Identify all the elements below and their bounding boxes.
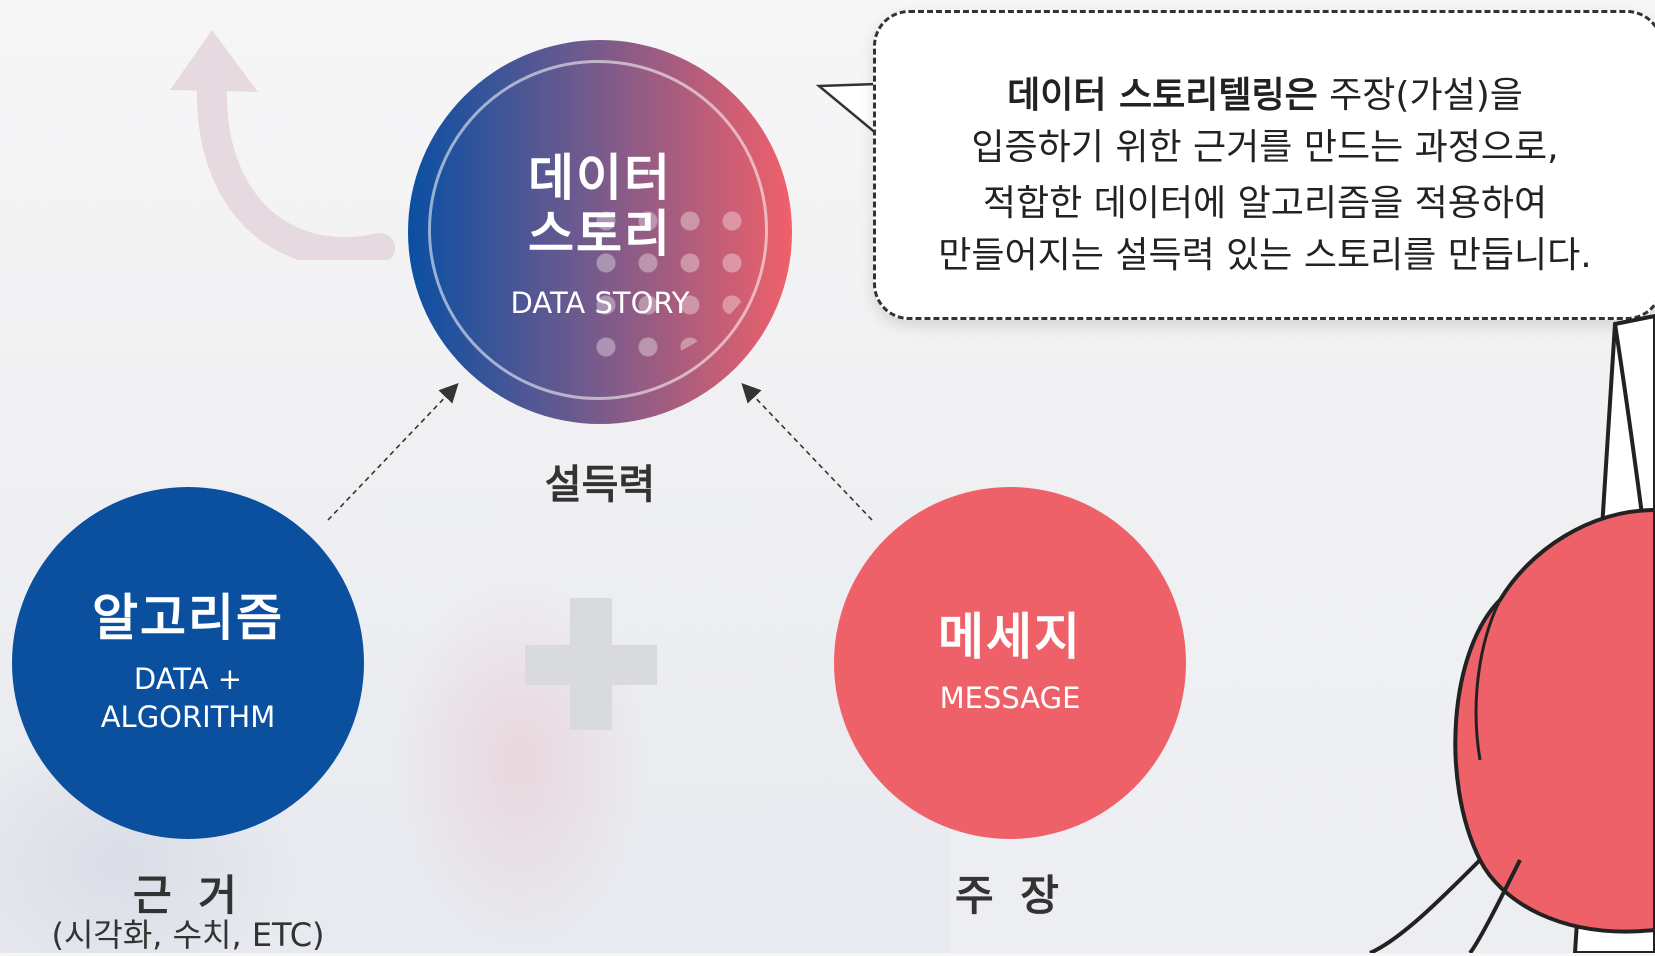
claim-caption: 주 장: [955, 871, 1065, 920]
data-story-subtitle: DATA STORY: [510, 286, 690, 320]
evidence-detail: (시각화, 수치, ETC): [51, 916, 325, 954]
plus-icon-bar: [525, 645, 657, 685]
message-subtitle: MESSAGE: [939, 681, 1081, 715]
bubble-line1-rest: 주장(가설)을: [1317, 75, 1523, 116]
data-story-ring: [428, 60, 768, 400]
bubble-line1-bold: 데이터 스토리텔링은: [1007, 75, 1318, 116]
data-story-title-line1: 데이터: [528, 149, 672, 207]
arrow-left-to-center: [327, 383, 459, 521]
algorithm-circle: 알고리즘 DATA + ALGORITHM: [12, 487, 364, 839]
bubble-tail: [815, 82, 878, 135]
character-illustration: [1369, 313, 1655, 953]
data-story-text: 데이터 스토리 DATA STORY: [408, 150, 792, 322]
bubble-line4: 만들어지는 설득력 있는 스토리를 만듭니다.: [938, 235, 1592, 276]
algorithm-sub-line1: DATA +: [133, 662, 243, 696]
message-circle: 메세지 MESSAGE: [834, 487, 1186, 839]
speech-bubble-text: 데이터 스토리텔링은 주장(가설)을 입증하기 위한 근거를 만드는 과정으로,…: [880, 70, 1650, 282]
bubble-line2: 입증하기 위한 근거를 만드는 과정으로,: [971, 127, 1559, 168]
evidence-caption: 근 거: [133, 871, 243, 920]
persuasion-caption: 설득력: [544, 462, 656, 508]
curved-arrow-icon: [170, 30, 395, 260]
algorithm-title: 알고리즘: [92, 589, 284, 647]
message-title: 메세지: [938, 608, 1082, 666]
arrow-right-to-center: [741, 383, 873, 521]
data-story-title-line2: 스토리: [528, 205, 672, 263]
algorithm-sub-line2: ALGORITHM: [100, 700, 276, 734]
bubble-line3: 적합한 데이터에 알고리즘을 적용하여: [982, 183, 1548, 224]
bubble-line1: 데이터 스토리텔링은 주장(가설)을: [880, 70, 1650, 122]
speech-bubble: [873, 10, 1655, 320]
